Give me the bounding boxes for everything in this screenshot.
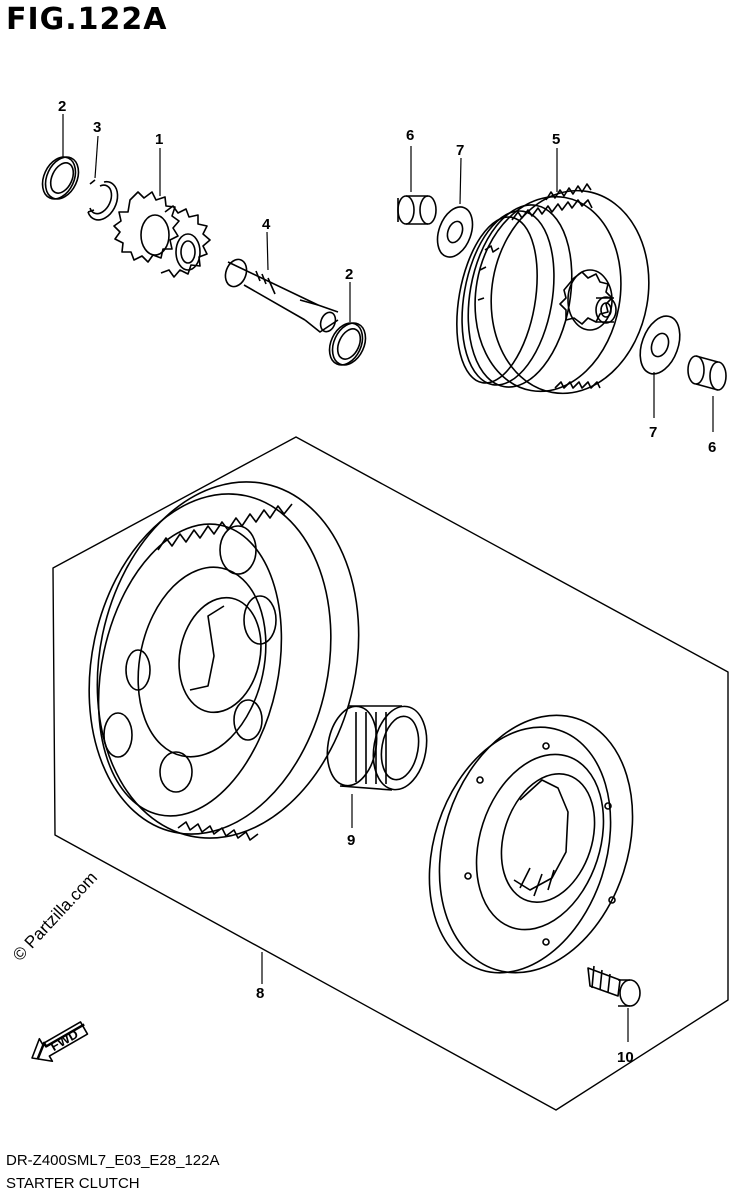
part-3-snap-ring	[87, 179, 119, 221]
callout-2-upper: 2	[58, 98, 66, 115]
leader-lines	[62, 114, 714, 1042]
part-7-washer-upper	[436, 206, 474, 258]
callout-9: 9	[347, 832, 355, 849]
callout-7-upper: 7	[456, 142, 464, 159]
part-10-bolt	[587, 965, 641, 1007]
one-way-clutch-housing	[428, 714, 634, 974]
figure-code: DR-Z400SML7_E03_E28_122A	[6, 1152, 220, 1169]
fwd-arrow: FWD	[31, 1021, 89, 1063]
part-6-bushing-upper	[397, 195, 437, 225]
part-5-clutch-gear-assembly	[456, 183, 650, 395]
part-7-washer-lower	[639, 315, 681, 375]
part-9-needle-bearing	[326, 705, 428, 791]
callout-10: 10	[617, 1049, 634, 1066]
callout-labels: 1 2 2 3 4 5 6 6 7 7 8 9 10	[58, 98, 716, 1066]
figure-name: STARTER CLUTCH	[6, 1175, 140, 1192]
callout-8: 8	[256, 985, 264, 1002]
callout-6-upper: 6	[406, 127, 414, 144]
callout-7-lower: 7	[649, 424, 657, 441]
part-6-bushing-lower	[687, 355, 727, 391]
starter-driven-gear	[88, 481, 360, 841]
callout-3: 3	[93, 119, 101, 136]
watermark-text: © Partzilla.com	[9, 868, 101, 965]
callout-2-lower: 2	[345, 266, 353, 283]
part-2-washer-lower	[328, 322, 367, 366]
part-8-assembly-box	[52, 436, 729, 1111]
part-1-idle-gear	[113, 191, 211, 278]
part-2-washer-upper	[41, 156, 80, 200]
callout-5: 5	[552, 131, 560, 148]
figure-title: FIG.122A	[6, 2, 168, 37]
part-4-shaft	[224, 258, 339, 333]
callout-1: 1	[155, 131, 163, 148]
callout-6-lower: 6	[708, 439, 716, 456]
callout-4: 4	[262, 216, 271, 233]
